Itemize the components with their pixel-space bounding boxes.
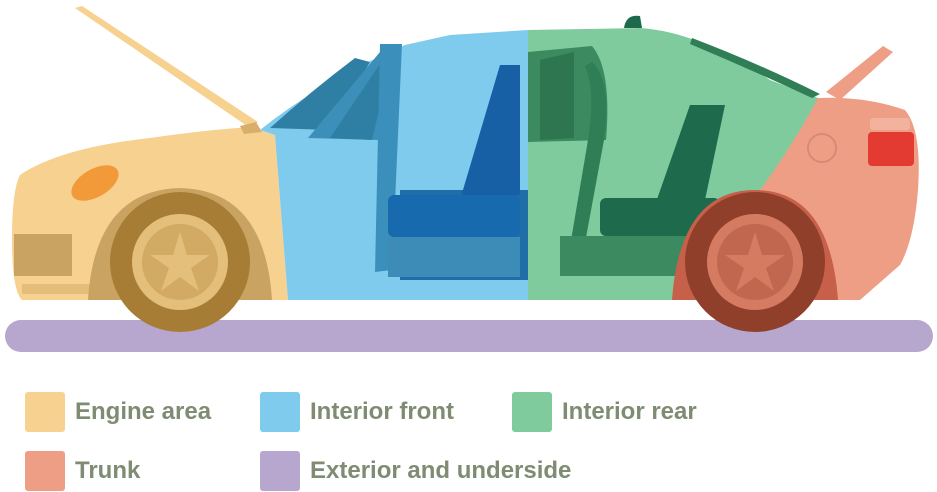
fuel-cap-icon	[807, 133, 837, 163]
legend-label-exterior: Exterior and underside	[310, 457, 572, 484]
legend-label-interior-front: Interior front	[310, 398, 454, 425]
headlight-icon	[71, 165, 119, 201]
rear-wheel-icon	[685, 192, 825, 332]
interior-rear-zone	[500, 15, 820, 300]
legend-label-interior-rear: Interior rear	[562, 398, 697, 425]
legend-swatch-exterior	[260, 451, 300, 491]
legend-item-trunk: Trunk	[25, 451, 140, 491]
engine-area-zone	[12, 6, 288, 332]
legend-swatch-trunk	[25, 451, 65, 491]
trunk-zone	[672, 46, 919, 332]
legend-item-engine: Engine area	[25, 392, 211, 432]
interior-front-zone	[260, 30, 528, 300]
ground-bar	[5, 320, 933, 352]
legend-item-exterior: Exterior and underside	[260, 451, 571, 491]
legend-item-interior-front: Interior front	[260, 392, 454, 432]
legend-item-interior-rear: Interior rear	[512, 392, 697, 432]
legend-swatch-engine	[25, 392, 65, 432]
legend-label-engine: Engine area	[75, 398, 212, 425]
car-illustration	[5, 6, 933, 352]
front-wheel-icon	[110, 192, 250, 332]
tail-light-icon	[868, 132, 914, 166]
legend-swatch-interior-front	[260, 392, 300, 432]
legend-label-trunk: Trunk	[75, 457, 141, 484]
legend-swatch-interior-rear	[512, 392, 552, 432]
